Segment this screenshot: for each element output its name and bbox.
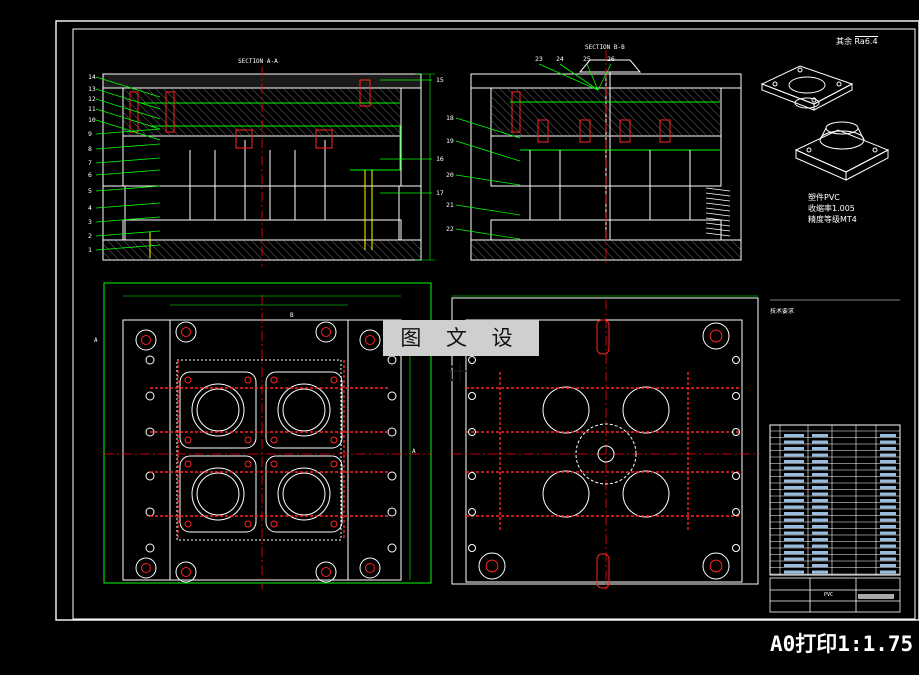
part-number-16: 16 xyxy=(436,155,444,163)
part-number-10: 10 xyxy=(88,116,96,124)
part-number-2: 2 xyxy=(88,232,92,240)
part-number-24: 24 xyxy=(556,55,564,63)
part-number-12: 12 xyxy=(88,95,96,103)
part-number-26: 26 xyxy=(607,55,615,63)
material-plastic: 塑件PVC xyxy=(808,193,840,202)
roughness-prefix: 其余 xyxy=(836,37,852,46)
material-tolerance: 精度等级MT4 xyxy=(808,215,857,224)
title-block xyxy=(769,577,901,613)
part-number-18: 18 xyxy=(446,114,454,122)
part-number-22: 22 xyxy=(446,225,454,233)
watermark-banner: 图 文 设 计 xyxy=(383,320,539,386)
roughness-value: Ra6.4 xyxy=(854,36,878,46)
part-number-15: 15 xyxy=(436,76,444,84)
material-shrinkage: 收缩率1.005 xyxy=(808,204,855,213)
material-spec: 塑件PVC 收缩率1.005 精度等级MT4 xyxy=(808,192,857,225)
part-number-11: 11 xyxy=(88,105,96,113)
part-number-19: 19 xyxy=(446,137,454,145)
part-number-14: 14 xyxy=(88,73,96,81)
isometric-part-views xyxy=(760,65,890,181)
part-number-5: 5 xyxy=(88,187,92,195)
part-number-6: 6 xyxy=(88,171,92,179)
plan-mark-a-right: A xyxy=(412,448,416,455)
section-bb-title: SECTION B-B xyxy=(585,44,625,51)
section-aa-title: SECTION A-A xyxy=(238,58,278,65)
part-number-1: 1 xyxy=(88,246,92,254)
plan-mark-a-left: A xyxy=(94,337,98,344)
section-bb-view xyxy=(455,50,742,266)
part-number-8: 8 xyxy=(88,145,92,153)
plan-mark-b: B xyxy=(290,312,294,319)
part-number-23: 23 xyxy=(535,55,543,63)
part-number-9: 9 xyxy=(88,130,92,138)
part-number-17: 17 xyxy=(436,189,444,197)
part-number-7: 7 xyxy=(88,159,92,167)
part-number-3: 3 xyxy=(88,218,92,226)
part-number-20: 20 xyxy=(446,171,454,179)
outer-border xyxy=(55,20,919,621)
plan-view-left xyxy=(103,282,432,590)
part-number-21: 21 xyxy=(446,201,454,209)
technical-notes: 技术要求 xyxy=(770,308,900,316)
notes-title: 技术要求 xyxy=(770,308,795,315)
part-number-25: 25 xyxy=(583,55,591,63)
print-scale-note: A0打印1:1.75 xyxy=(770,632,914,656)
roughness-symbol: 其余 Ra6.4 xyxy=(836,36,878,47)
parts-table xyxy=(769,424,901,576)
part-number-13: 13 xyxy=(88,85,96,93)
title-block-material: PVC xyxy=(824,592,834,598)
section-aa-view xyxy=(95,66,435,266)
inner-border xyxy=(72,28,916,620)
part-number-4: 4 xyxy=(88,204,92,212)
